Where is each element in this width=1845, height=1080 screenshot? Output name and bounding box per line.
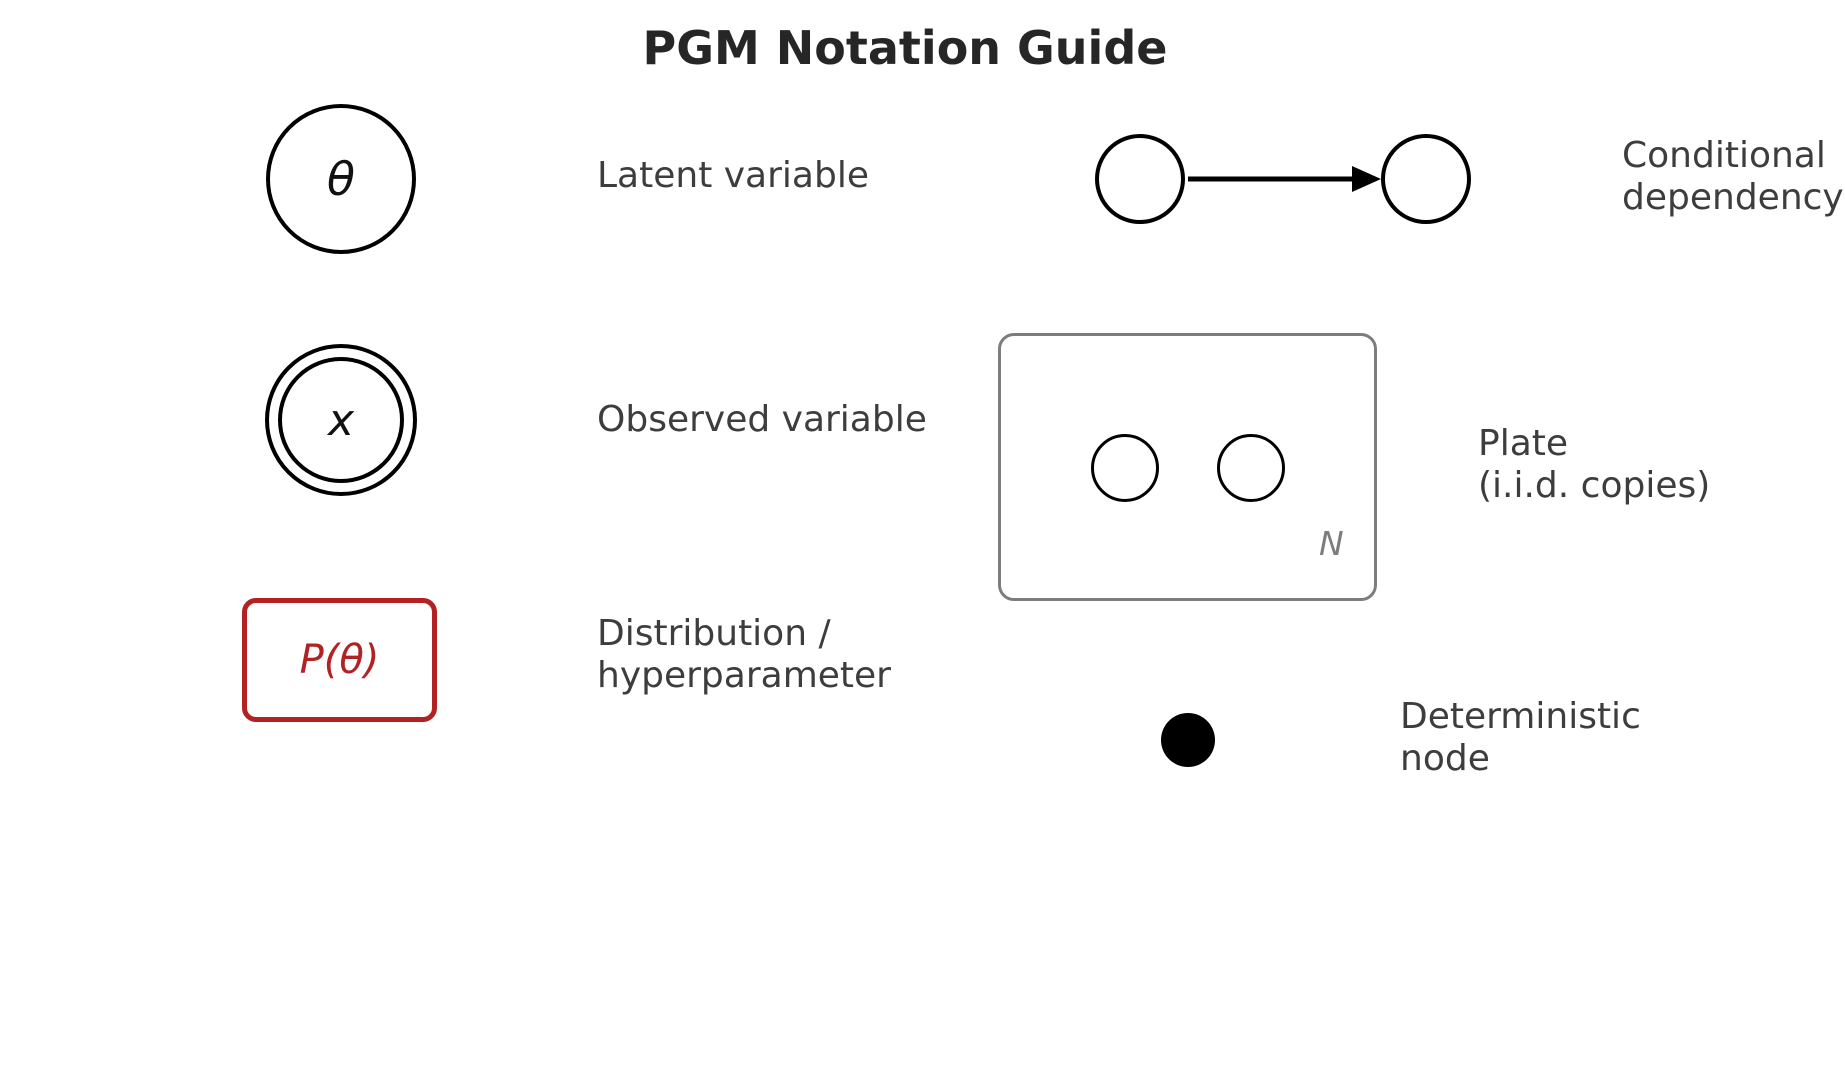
observed-variable-symbol: x [327,394,355,446]
plate-node-circle-1-icon [1091,434,1159,502]
plate-node-circle-2-icon [1217,434,1285,502]
distribution-label-line1: Distribution / [597,613,831,654]
latent-variable-symbol: θ [326,152,356,206]
deterministic-node-label: Deterministic node [1400,696,1641,780]
deterministic-node-dot-icon [1161,713,1215,767]
observed-variable-label: Observed variable [597,399,927,440]
plate-label-line1: Plate [1478,423,1569,464]
conditional-dependency-label: Conditional dependency [1622,135,1844,219]
distribution-symbol: P(θ) [299,637,380,683]
plate-label: Plate (i.i.d. copies) [1478,423,1710,507]
observed-variable-double-circle-icon: x [265,344,417,496]
distribution-box-icon: P(θ) [242,598,437,722]
latent-variable-circle-icon: θ [266,104,416,254]
plate-rectangle-icon [998,333,1377,601]
plate-label-line2: (i.i.d. copies) [1478,465,1711,506]
deterministic-node-label-line1: Deterministic [1400,696,1641,737]
latent-variable-label: Latent variable [597,155,869,196]
dependency-parent-circle-icon [1095,134,1185,224]
page-title: PGM Notation Guide [642,21,1168,75]
deterministic-node-label-line2: node [1400,738,1490,779]
conditional-dependency-label-line1: Conditional [1622,135,1826,176]
dependency-arrow-icon [1188,166,1381,192]
conditional-dependency-label-line2: dependency [1622,177,1844,218]
plate-count-label: N [1319,524,1344,563]
dependency-child-circle-icon [1381,134,1471,224]
observed-variable-inner-circle-icon: x [278,357,404,483]
distribution-label-line2: hyperparameter [597,655,891,696]
distribution-label: Distribution / hyperparameter [597,613,891,697]
